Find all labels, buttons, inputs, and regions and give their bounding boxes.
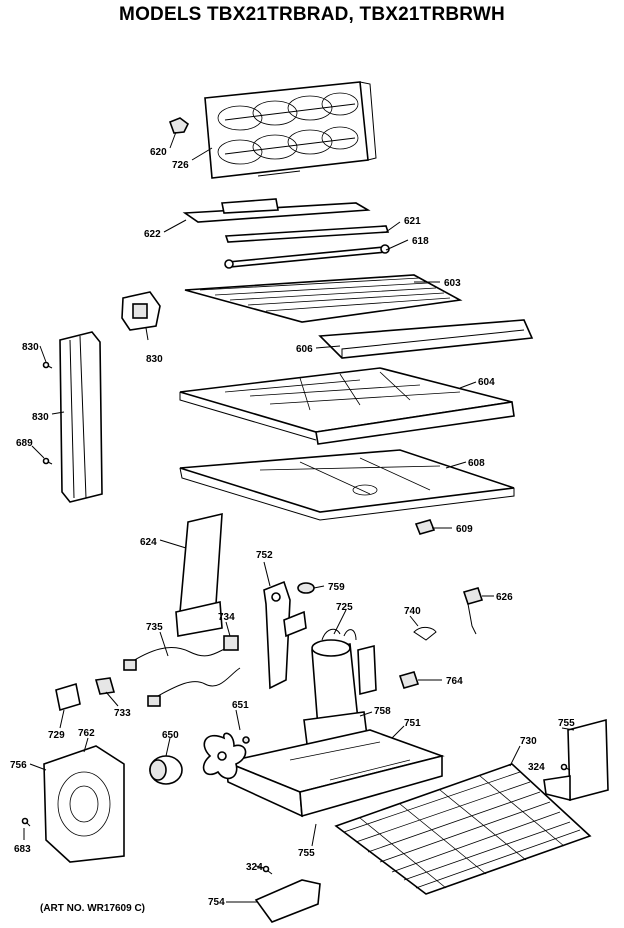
callout-618: 618 bbox=[412, 236, 429, 247]
callout-764: 764 bbox=[446, 676, 463, 687]
part-620-fastener bbox=[168, 117, 190, 134]
part-608-pan bbox=[179, 449, 515, 521]
part-650-fan-motor bbox=[149, 755, 183, 785]
callout-830-channel: 830 bbox=[32, 412, 49, 423]
part-622-panel bbox=[182, 198, 371, 223]
part-830-channel bbox=[59, 331, 103, 503]
part-726-coil-assembly bbox=[204, 81, 377, 179]
callout-604: 604 bbox=[478, 377, 495, 388]
callout-324-right: 324 bbox=[528, 762, 545, 773]
callout-729: 729 bbox=[48, 730, 65, 741]
part-752-bracket bbox=[263, 580, 307, 690]
part-830-bracket bbox=[121, 291, 161, 331]
callout-726: 726 bbox=[172, 160, 189, 171]
leader-lines bbox=[23, 131, 575, 903]
part-764-clip bbox=[398, 671, 420, 689]
callout-624: 624 bbox=[140, 537, 157, 548]
callout-759: 759 bbox=[328, 582, 345, 593]
callout-606: 606 bbox=[296, 344, 313, 355]
part-651-fan-blade bbox=[202, 732, 250, 780]
callout-626: 626 bbox=[496, 592, 513, 603]
part-626-probe bbox=[462, 587, 484, 635]
part-735-harness bbox=[123, 645, 241, 707]
part-683-screw bbox=[21, 817, 31, 827]
callout-755-right: 755 bbox=[558, 718, 575, 729]
callout-622: 622 bbox=[144, 229, 161, 240]
part-740-clip bbox=[413, 626, 437, 641]
art-number: (ART NO. WR17609 C) bbox=[40, 903, 146, 914]
callout-651: 651 bbox=[232, 700, 249, 711]
part-609-clip bbox=[414, 519, 436, 535]
callout-621: 621 bbox=[404, 216, 421, 227]
part-830-screw bbox=[42, 361, 53, 369]
part-618-rod bbox=[224, 244, 390, 269]
part-606-tray bbox=[318, 319, 534, 359]
part-624-duct bbox=[175, 512, 223, 637]
callout-324-lower: 324 bbox=[246, 862, 263, 873]
part-729-relay bbox=[55, 682, 81, 712]
callout-730: 730 bbox=[520, 736, 537, 747]
callout-735: 735 bbox=[146, 622, 163, 633]
part-689-screw bbox=[42, 457, 53, 465]
part-604-pan bbox=[179, 367, 515, 445]
part-759-grommet bbox=[297, 582, 315, 594]
callout-608: 608 bbox=[468, 458, 485, 469]
part-324-screw-lower bbox=[262, 865, 273, 875]
part-603-grille bbox=[184, 274, 463, 323]
callout-758: 758 bbox=[374, 706, 391, 717]
part-762-shroud bbox=[43, 745, 125, 863]
callout-609: 609 bbox=[456, 524, 473, 535]
part-754-bracket bbox=[254, 879, 321, 923]
callout-756: 756 bbox=[10, 760, 27, 771]
callouts: 620 726 622 621 618 603 606 604 608 609 … bbox=[10, 147, 575, 908]
callout-689: 689 bbox=[16, 438, 33, 449]
part-730-condenser bbox=[334, 763, 592, 895]
callout-752: 752 bbox=[256, 550, 273, 561]
diagram-title: MODELS TBX21TRBRAD, TBX21TRBRWH bbox=[119, 4, 505, 25]
part-751-base bbox=[223, 729, 445, 818]
callout-754: 754 bbox=[208, 897, 225, 908]
part-755-bracket bbox=[543, 718, 609, 802]
callout-733: 733 bbox=[114, 708, 131, 719]
part-324-screw bbox=[560, 763, 571, 771]
part-725-compressor bbox=[311, 628, 377, 729]
callout-683: 683 bbox=[14, 844, 31, 855]
part-734-connector bbox=[223, 635, 239, 651]
callout-734: 734 bbox=[218, 612, 235, 623]
callout-762: 762 bbox=[78, 728, 95, 739]
part-621-bar bbox=[224, 225, 390, 243]
callout-740: 740 bbox=[404, 606, 421, 617]
callout-751: 751 bbox=[404, 718, 421, 729]
callout-725: 725 bbox=[336, 602, 353, 613]
callout-830-screw: 830 bbox=[22, 342, 39, 353]
callout-830-bracket: 830 bbox=[146, 354, 163, 365]
callout-620: 620 bbox=[150, 147, 167, 158]
callout-650: 650 bbox=[162, 730, 179, 741]
callout-755-lower: 755 bbox=[298, 848, 315, 859]
callout-603: 603 bbox=[444, 278, 461, 289]
part-733-plug bbox=[94, 677, 116, 695]
